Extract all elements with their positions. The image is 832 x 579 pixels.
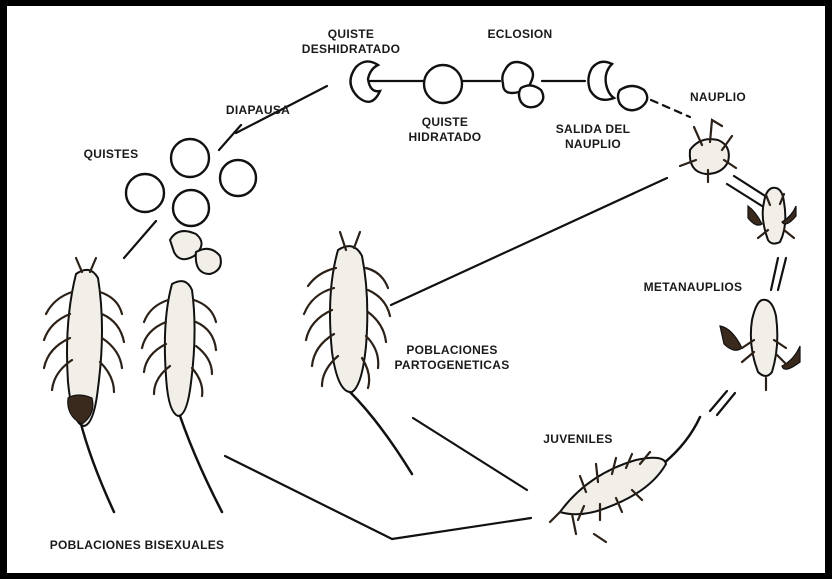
label-juveniles: JUVENILES: [543, 432, 612, 446]
label-nauplio: NAUPLIO: [690, 90, 746, 104]
connector-nauplius-parthenogenetic: [391, 178, 667, 305]
label-quiste-hidratado-2: HIDRATADO: [409, 130, 482, 144]
connector-nauplius-meta1-b: [727, 184, 762, 206]
label-diapausa: DIAPAUSA: [226, 103, 290, 117]
label-poblaciones-partenogeneticas-1: POBLACIONES: [406, 343, 497, 357]
cyst-circle: [171, 139, 209, 177]
cyst-circle: [126, 174, 164, 212]
label-poblaciones-bisexuales: POBLACIONES BISEXUALES: [50, 538, 225, 552]
label-quiste-deshidratado-2: DESHIDRATADO: [302, 42, 401, 56]
hatching-cyst-icon: [502, 62, 543, 107]
connector-bisexual-left: [225, 456, 392, 539]
diagram-canvas: QUISTE DESHIDRATADO ECLOSION NAUPLIO DIA…: [7, 6, 825, 573]
cyst-circle: [173, 190, 209, 226]
connector-meta2-juvenile-a: [717, 393, 735, 415]
connector-meta1-meta2-b: [771, 258, 778, 290]
bisexual-female-icon: [44, 258, 124, 512]
hydrated-cyst-icon: [424, 65, 462, 103]
label-metanauplios: METANAUPLIOS: [644, 280, 743, 294]
cyst-circle: [220, 160, 256, 196]
connector-exit-nauplius: [651, 100, 690, 117]
label-eclosion: ECLOSION: [487, 27, 552, 41]
label-quistes: QUISTES: [84, 147, 139, 161]
label-salida-nauplio-2: NAUPLIO: [565, 137, 621, 151]
label-quiste-hidratado-1: QUISTE: [422, 115, 468, 129]
bisexual-male-icon: [142, 231, 222, 512]
nauplius-exit-icon: [588, 62, 647, 111]
connector-bisexual-right: [392, 518, 531, 539]
metanauplius-1-icon: [748, 188, 796, 244]
connector-meta1-meta2-a: [778, 258, 786, 290]
label-salida-nauplio-1: SALIDA DEL: [556, 122, 631, 136]
nauplius-icon: [680, 120, 736, 182]
connector-cysts-up: [219, 125, 241, 150]
label-quiste-deshidratado-1: QUISTE: [328, 27, 374, 41]
artemia-life-cycle-diagram: QUISTE DESHIDRATADO ECLOSION NAUPLIO DIA…: [7, 6, 825, 573]
metanauplius-2-icon: [720, 300, 800, 390]
connector-meta2-juvenile-b: [710, 391, 727, 411]
connector-cysts-female: [124, 221, 156, 258]
connector-parthenogenetic-juvenile: [413, 418, 527, 490]
cysts-group: [126, 139, 256, 226]
parthenogenetic-female-icon: [304, 232, 412, 474]
cycle-connectors: [124, 81, 786, 539]
label-poblaciones-partenogeneticas-2: PARTOGENETICAS: [394, 358, 509, 372]
